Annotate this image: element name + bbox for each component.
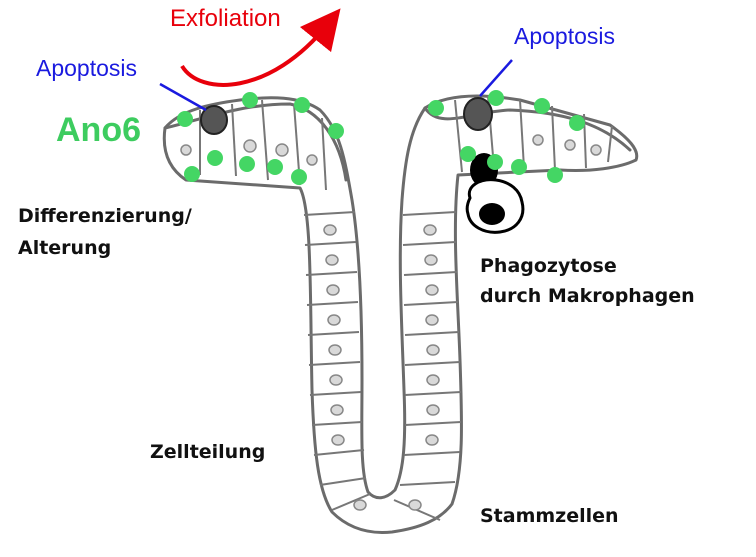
- differentiation-label-line2: Alterung: [18, 237, 112, 259]
- crypt-outer-wall: [162, 94, 639, 534]
- cell-nuclei: [180, 134, 602, 511]
- exfoliation-arrow: [180, 8, 341, 87]
- ano6-label: Ano6: [56, 111, 141, 149]
- cell-division-label: Zellteilung: [150, 441, 266, 463]
- apoptosis-pointer-left: [159, 82, 207, 112]
- phagocytosis-label-line2: durch Makrophagen: [480, 285, 695, 307]
- exfoliation-label: Exfoliation: [170, 5, 281, 32]
- cell-dividers-left: [199, 99, 371, 511]
- cell-dividers-right: [393, 95, 613, 521]
- stem-cells-label: Stammzellen: [480, 505, 619, 527]
- apoptosis-pointer-right: [479, 59, 513, 97]
- apoptosis-label-right: Apoptosis: [514, 23, 616, 49]
- apoptosis-label-left: Apoptosis: [36, 55, 138, 81]
- phagocytosis-label-line1: Phagozytose: [480, 255, 617, 277]
- apoptotic-cells: [200, 97, 493, 135]
- crypt-inner-wall: [163, 102, 632, 182]
- tissue-outline: [162, 94, 639, 534]
- apoptotic-cell-right: [463, 97, 493, 131]
- apoptotic-cell-left: [200, 105, 228, 135]
- ano6-marker-dots: [177, 90, 585, 185]
- engulfed-body: [479, 203, 505, 225]
- macrophage-group: [465, 153, 525, 234]
- differentiation-label-line1: Differenzierung/: [18, 205, 192, 227]
